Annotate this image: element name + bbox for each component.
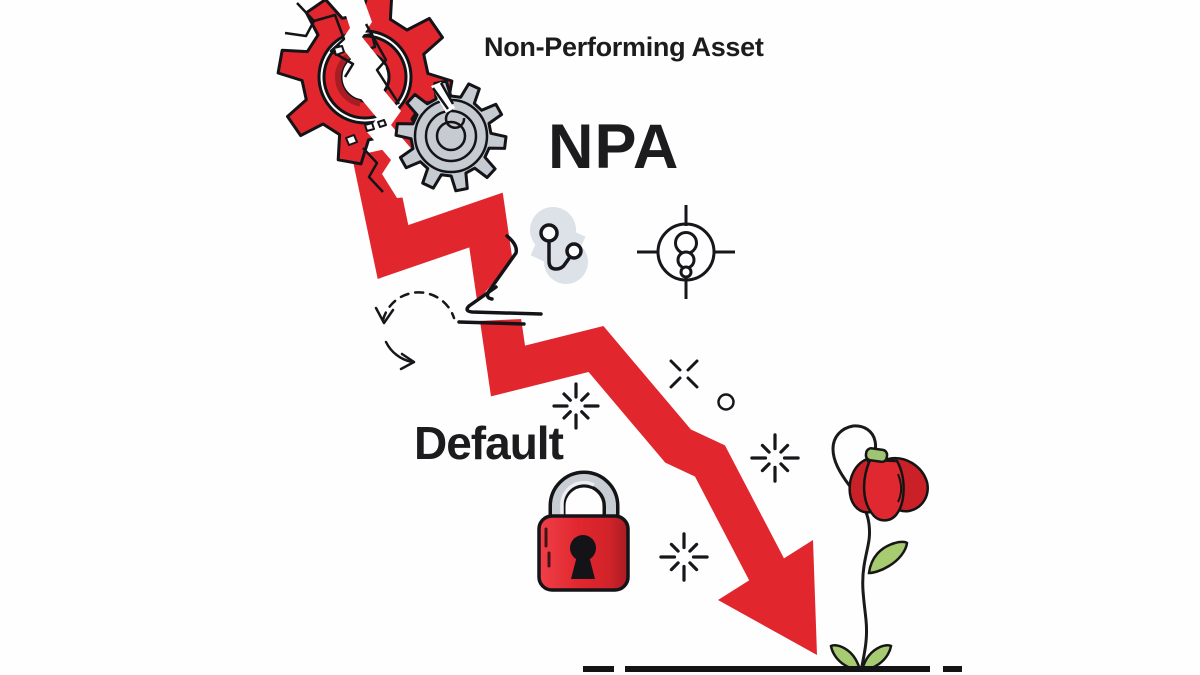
dashed-refresh-arrow-icon	[374, 291, 456, 371]
flower-leaf	[867, 540, 909, 575]
default-label: Default	[414, 417, 564, 469]
git-branch-icon	[530, 207, 588, 284]
break-marks-icon	[454, 234, 545, 326]
keyhole	[570, 535, 596, 561]
gray-gear-icon	[394, 79, 508, 193]
sparkle-burst-icon	[659, 532, 709, 582]
crack-lightning-icon	[284, 0, 420, 198]
gear-debris	[333, 45, 387, 146]
cross-sparkle-icon	[669, 359, 699, 389]
acronym-label: NPA	[548, 112, 680, 182]
red-padlock-icon	[537, 470, 630, 592]
target-circles-icon	[637, 205, 735, 299]
title-label: Non-Performing Asset	[484, 32, 764, 62]
sparkle-burst-icon	[750, 433, 800, 483]
arrowhead	[718, 540, 817, 655]
declining-zigzag-arrow-icon	[351, 147, 817, 655]
wilted-flower-icon	[829, 424, 929, 672]
small-circle-icon	[717, 393, 735, 411]
sparkle-burst-icon	[552, 382, 600, 430]
petal-front	[862, 458, 905, 522]
flower-calyx	[864, 447, 889, 464]
